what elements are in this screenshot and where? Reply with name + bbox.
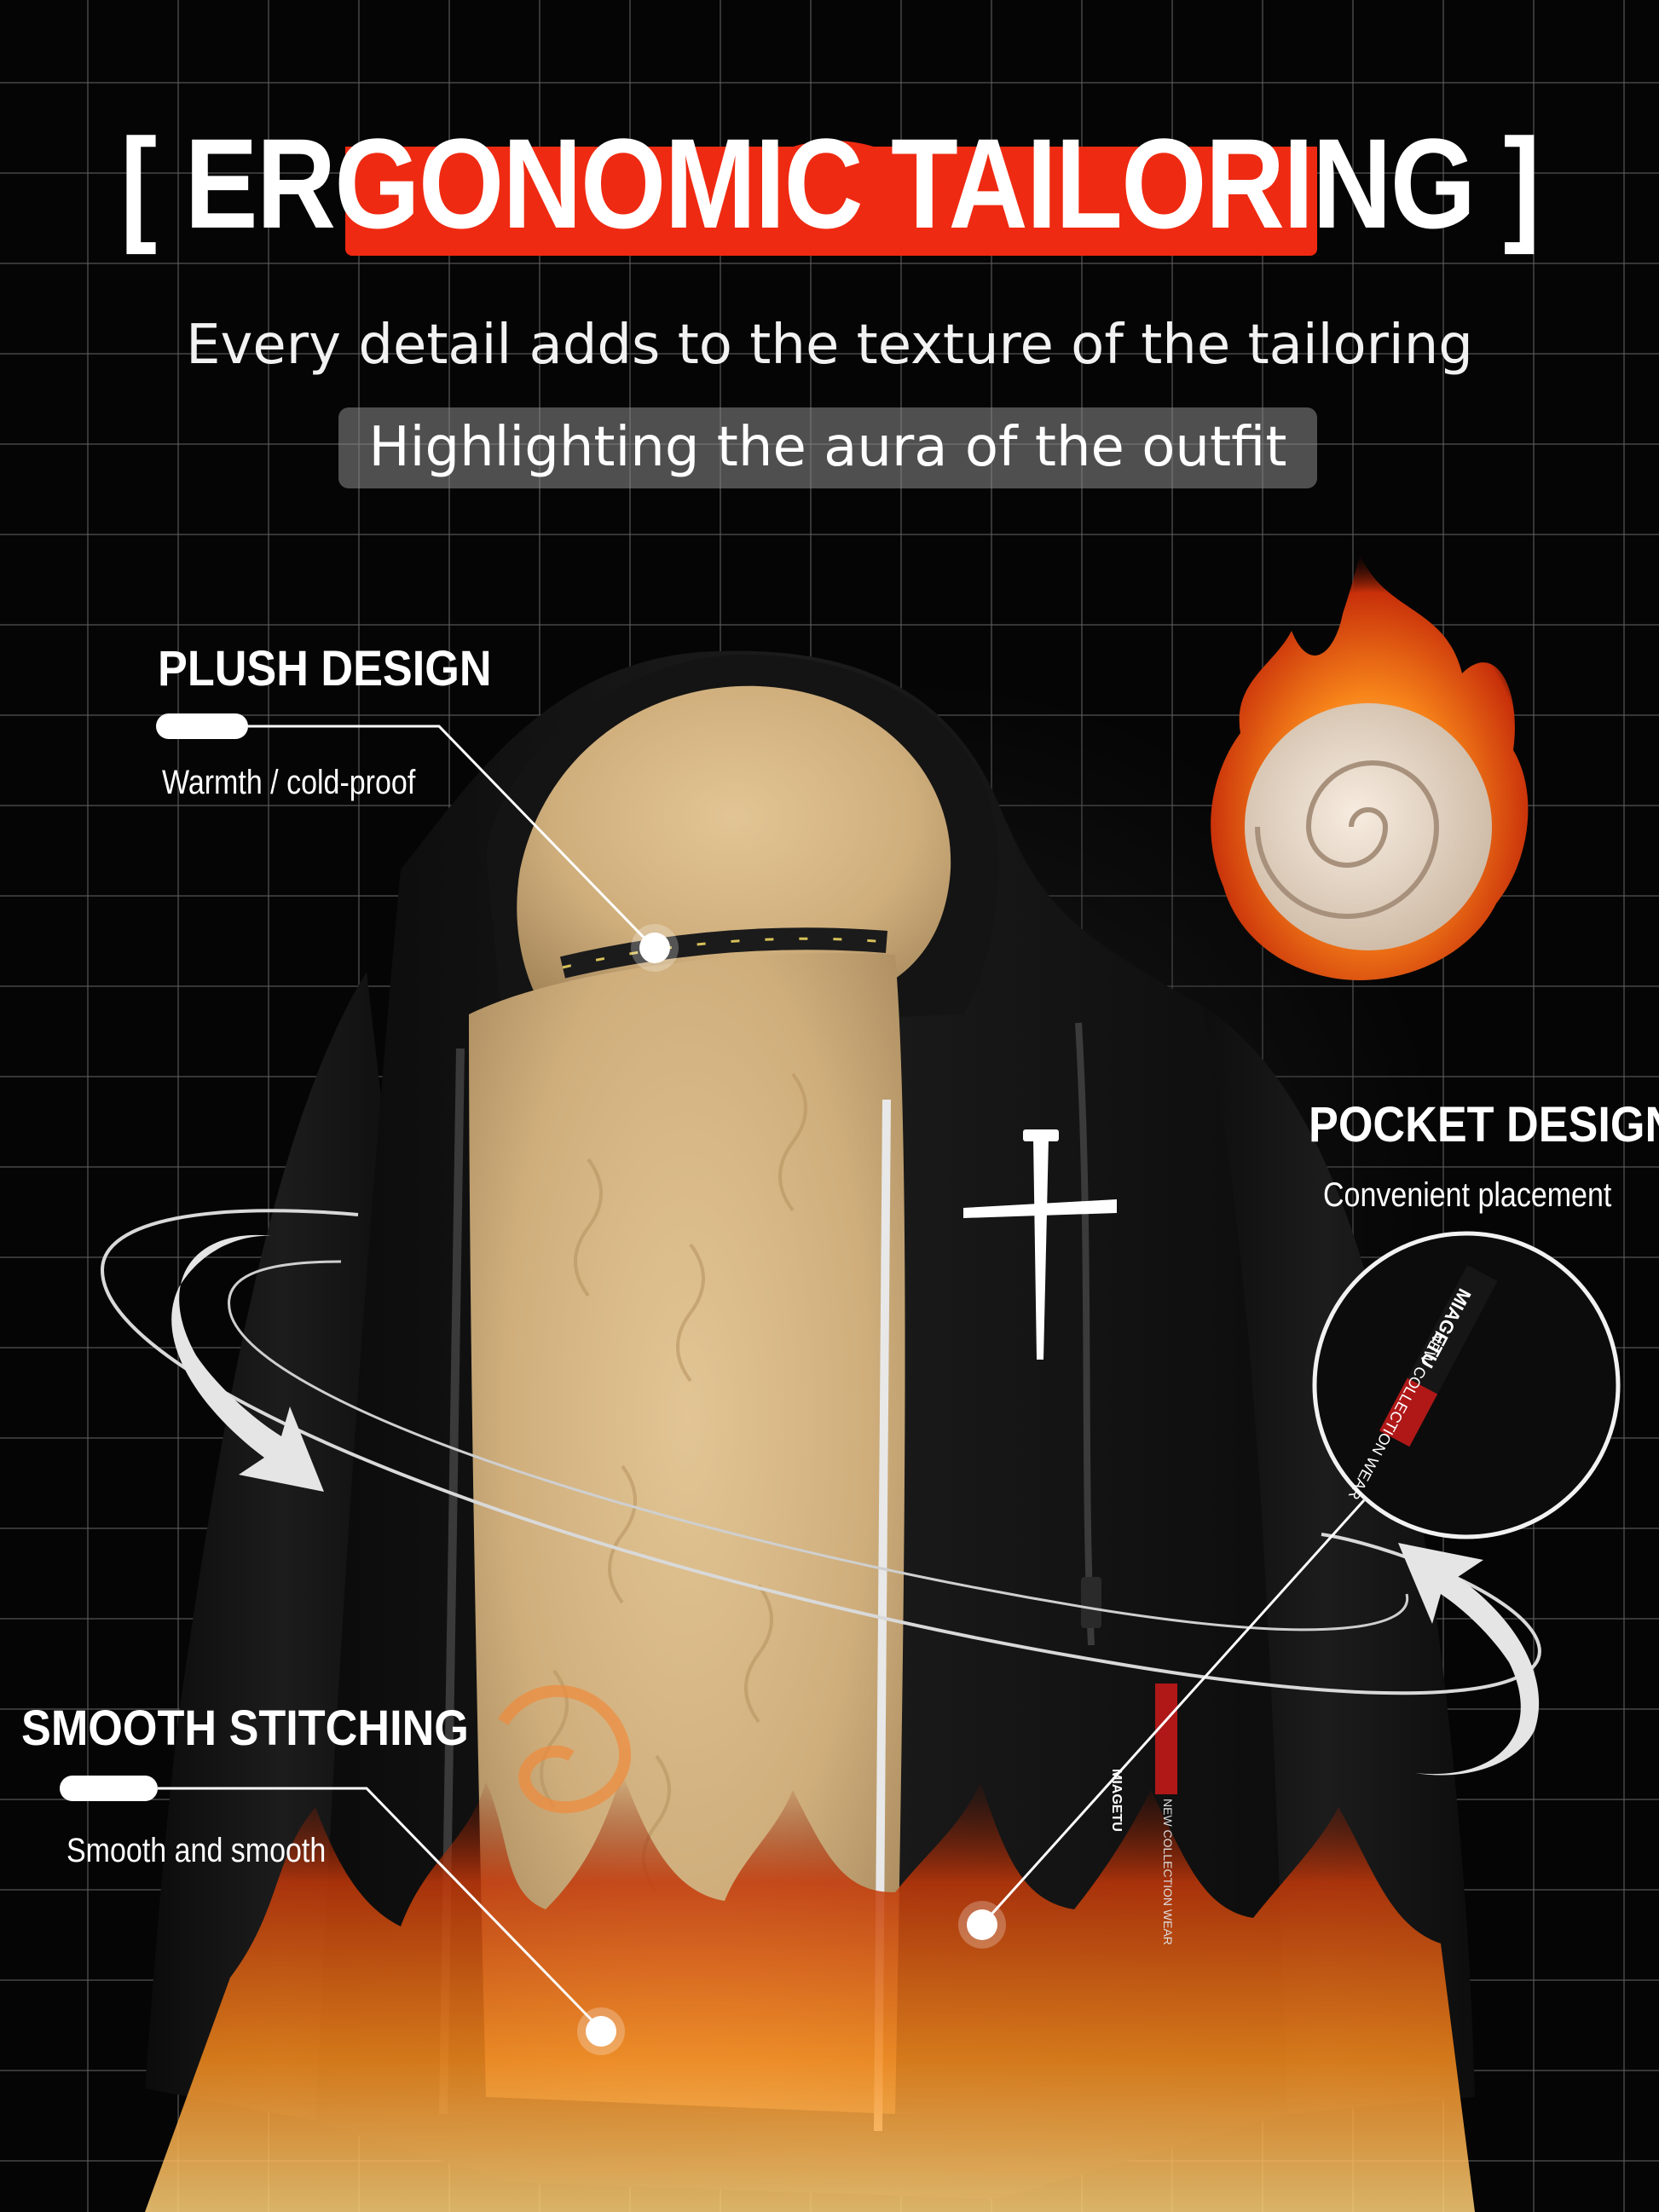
stitching-callout-subtitle: Smooth and smooth	[66, 1832, 327, 1869]
plush-callout-pill	[156, 713, 248, 739]
page-title: [ ERGONOMIC TAILORING ]	[120, 112, 1540, 255]
jacket-illustration	[145, 650, 1475, 2212]
page-subtitle: Every detail adds to the texture of the …	[186, 314, 1473, 377]
pocket-tag-brand: MIAGETU	[1109, 1769, 1124, 1832]
stitching-hotspot[interactable]	[586, 2016, 616, 2047]
pocket-zoom-circle: MIAGETU NEW COLLECTION WEAR	[1312, 1231, 1621, 1539]
plush-hotspot[interactable]	[639, 933, 670, 963]
drawstring	[1075, 1022, 1095, 1646]
stitching-callout-pill	[60, 1776, 158, 1801]
cross-nail-icon	[963, 1129, 1117, 1360]
pocket-tag-line: NEW COLLECTION WEAR	[1161, 1799, 1175, 1945]
highlight-pill	[338, 407, 1317, 488]
pocket-tag	[1155, 1684, 1177, 1794]
rotate-arrow-icon	[100, 1209, 1541, 1776]
stitching-callout-title: SMOOTH STITCHING	[21, 1701, 469, 1756]
collar-tape	[560, 927, 888, 979]
plush-callout-title: PLUSH DESIGN	[158, 641, 492, 696]
right-sleeve	[1176, 1006, 1475, 2114]
pocket-hotspot[interactable]	[967, 1909, 997, 1940]
pocket-callout-title: POCKET DESIGN	[1309, 1097, 1659, 1152]
pocket-callout-subtitle: Convenient placement	[1323, 1176, 1612, 1214]
flame-icon	[1211, 554, 1529, 980]
flame-overlay	[145, 1773, 1475, 2212]
highlight-text: Highlighting the aura of the outfit	[368, 416, 1287, 479]
plush-callout-subtitle: Warmth / cold-proof	[162, 764, 416, 801]
